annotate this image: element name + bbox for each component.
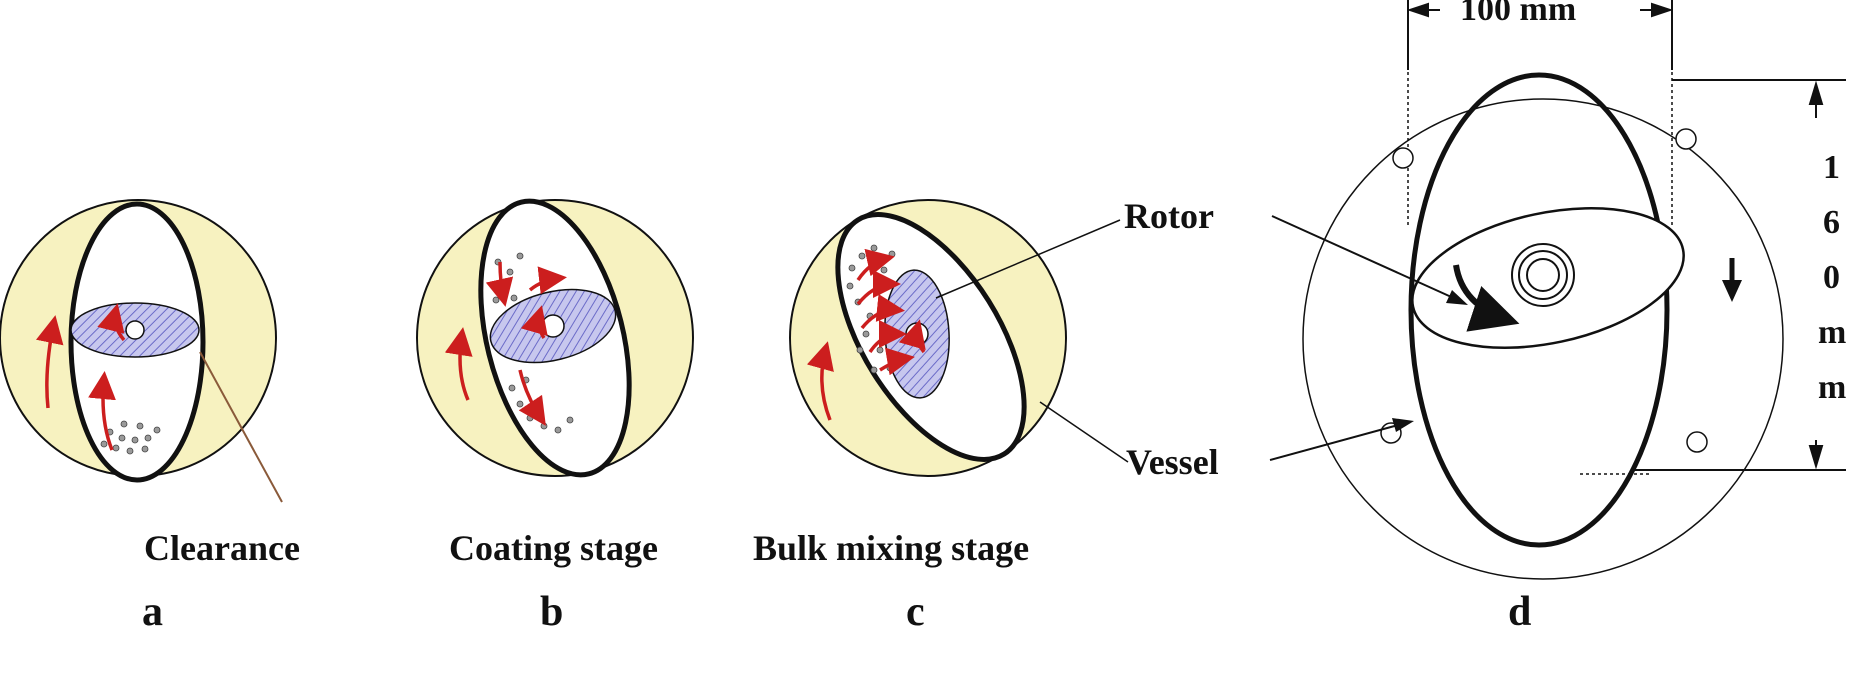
- panel-d-vessel-label: Vessel: [1126, 442, 1219, 482]
- panel-d-shaft-inner: [1526, 258, 1560, 292]
- panel-c: [789, 199, 1129, 477]
- panel-d-vessel: [1408, 72, 1670, 548]
- panel-d-vessel-rotation-arrow: [1722, 258, 1742, 302]
- panel-d-guide-lines: [1407, 60, 1673, 475]
- panel-b: [416, 198, 694, 478]
- panel-a-clearance-leader: [199, 351, 283, 503]
- panel-d-vessel-leader: [1269, 418, 1414, 461]
- panel-d-letter: d: [1508, 589, 1531, 635]
- panel-b-flow-arrows: [444, 261, 567, 426]
- panel-c-caption: Bulk mixing stage: [753, 528, 1029, 568]
- panel-d-rotor-label: Rotor: [1124, 196, 1214, 236]
- panel-b-caption: Coating stage: [449, 528, 658, 568]
- panel-a-letter: a: [142, 589, 163, 635]
- panel-b-letter: b: [540, 589, 563, 635]
- panel-a: [0, 199, 283, 503]
- panel-d-rotor-rotation-arrow: [1453, 264, 1520, 332]
- panel-d-height-char-3: 0: [1823, 259, 1840, 296]
- panel-d-width-dimension: [1406, 0, 1674, 70]
- panel-d-width-label: 100 mm: [1460, 0, 1576, 28]
- panel-a-flow-arrows: [36, 303, 126, 451]
- panel-c-rotor-leader: [935, 219, 1121, 299]
- panel-d-rotor-leader: [1271, 215, 1468, 305]
- panel-d-height-char-4: m: [1818, 314, 1846, 351]
- panel-c-vessel-leader: [1039, 401, 1129, 463]
- panel-c-flow-arrows: [806, 248, 926, 421]
- panel-d-height-char-1: 1: [1823, 149, 1840, 186]
- panel-d-height-dimension: [1632, 79, 1846, 471]
- panel-d-height-char-5: m: [1818, 369, 1846, 406]
- panel-a-caption: Clearance: [144, 528, 300, 568]
- panel-b-shaft: [541, 314, 565, 338]
- panel-a-shaft: [125, 320, 145, 340]
- panel-c-letter: c: [906, 589, 925, 635]
- panel-d-height-char-2: 6: [1823, 204, 1840, 241]
- panel-a-particles: [100, 420, 161, 455]
- panel-d: [1269, 0, 1846, 580]
